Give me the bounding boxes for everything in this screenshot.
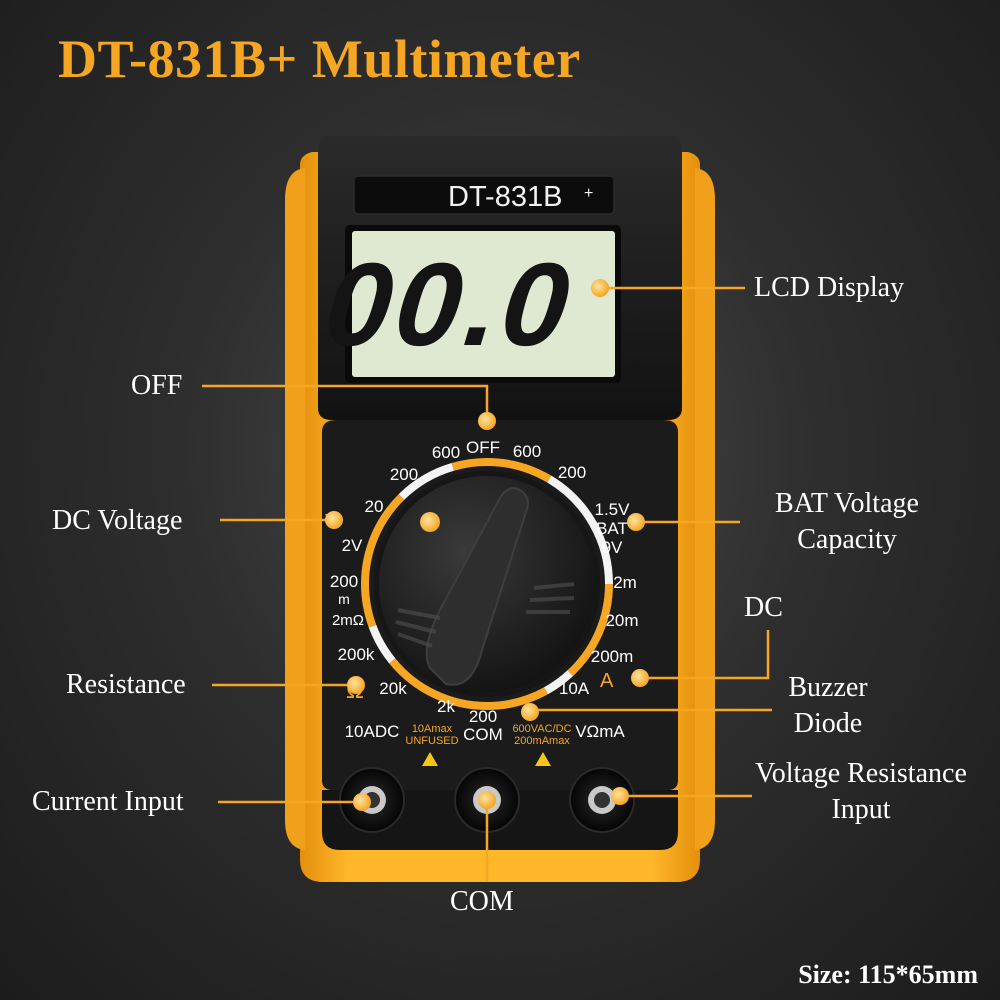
dial-label-dca-200m: 200m [591, 647, 634, 666]
page-title: DT-831B+ Multimeter [58, 29, 581, 89]
dial-label-ohm-2k: 2k [437, 697, 455, 716]
callout-lcd-display: LCD Display [754, 272, 905, 303]
dial-label-off: OFF [466, 438, 500, 457]
callout-bat-voltage: BAT Voltage Capacity [752, 486, 942, 558]
callout-lines [202, 286, 772, 882]
callout-current-input: Current Input [32, 786, 184, 817]
jack-labels: 10ADC 10Amax UNFUSED COM 600VAC/DC 200mA… [345, 722, 626, 747]
dial-label-dcv-600: 600 [432, 443, 460, 462]
callout-voltage-res-line1: Voltage Resistance [755, 758, 967, 789]
dial-label-bat-9v: 9V [602, 538, 623, 557]
jack-com-label: COM [463, 725, 503, 744]
jack-v-sub2: 200mAmax [514, 735, 570, 747]
callout-voltage-res-line2: Input [831, 794, 891, 825]
callout-voltage-resistance-input: Voltage Resistance Input [730, 756, 992, 828]
dial-label-acv-600: 600 [513, 442, 541, 461]
size-note: Size: 115*65mm [798, 960, 978, 989]
callout-off: OFF [131, 370, 183, 401]
callout-buzzer-line1: Buzzer [788, 672, 868, 703]
jack-10a-sub2: UNFUSED [405, 735, 458, 747]
callout-bat-line2: Capacity [797, 524, 897, 555]
dial-label-ohm-20k: 20k [379, 679, 407, 698]
dial-label-bat: BAT [596, 519, 628, 538]
callout-resistance: Resistance [66, 669, 186, 700]
callout-buzzer-diode: Buzzer Diode [768, 670, 888, 742]
dial-label-acv-200: 200 [558, 463, 586, 482]
lcd-screen [345, 225, 621, 383]
callout-buzzer-line2: Diode [793, 708, 863, 739]
dial-label-dcv-200: 200 [390, 465, 418, 484]
jack-v-sub1: 600VAC/DC [512, 723, 571, 735]
input-jacks[interactable] [339, 767, 635, 833]
jack-10adc [339, 767, 405, 833]
dial-label-ohm-200k: 200k [338, 645, 375, 664]
dial-label-dcv-20: 20 [365, 497, 384, 516]
dial-label-ohm-200: 200 [469, 707, 497, 726]
callout-dc: DC [744, 592, 783, 623]
dial-label-ohm-2m: 2mΩ [332, 612, 364, 629]
jack-vohmma-label: VΩmA [575, 722, 625, 741]
dial-label-dcv-2v: 2V [342, 536, 363, 555]
callout-com: COM [450, 886, 514, 917]
callout-dc-voltage: DC Voltage [52, 505, 183, 536]
model-label: DT-831B [448, 181, 562, 213]
dial-label-bat-1-5v: 1.5V [595, 500, 631, 519]
jack-vohmma [569, 767, 635, 833]
warning-icon [422, 752, 551, 766]
callout-bat-line1: BAT Voltage [775, 488, 919, 519]
dial-label-dca-10a: 10A [559, 679, 590, 698]
lcd-reading: 00.0 [319, 239, 578, 371]
dial-label-dcv-200m: 200 [330, 572, 358, 591]
dca-symbol: A [600, 670, 614, 692]
callout-dots [325, 279, 649, 811]
dial-label-dcv-200m-unit: m [338, 591, 350, 607]
rotary-knob[interactable] [379, 476, 595, 692]
dial-labels: OFF 600 200 20 2V 200 m 2mΩ 200k 20k 2k … [330, 438, 639, 726]
jack-10a-sub1: 10Amax [412, 723, 453, 735]
dial-label-dca-20m: 20m [605, 611, 638, 630]
model-plus-label: + [584, 185, 593, 202]
dial-label-dca-2m: 2m [613, 573, 637, 592]
jack-10adc-label: 10ADC [345, 722, 400, 741]
